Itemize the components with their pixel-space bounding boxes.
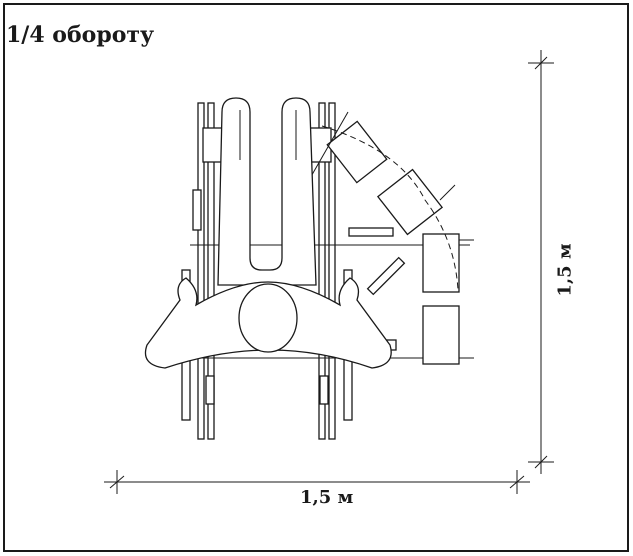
horizontal-dimension-label: 1,5 м bbox=[300, 487, 354, 508]
person-legs bbox=[217, 97, 317, 286]
vertical-dimension-label: 1,5 м bbox=[554, 243, 576, 297]
vertical-dimension-line bbox=[528, 50, 554, 474]
wheel-brakes bbox=[205, 375, 329, 405]
diagram-title: 1/4 обороту bbox=[6, 22, 155, 48]
rotated-footrests bbox=[308, 111, 474, 365]
horizontal-dimension-line bbox=[104, 470, 530, 494]
person-head bbox=[238, 283, 298, 353]
